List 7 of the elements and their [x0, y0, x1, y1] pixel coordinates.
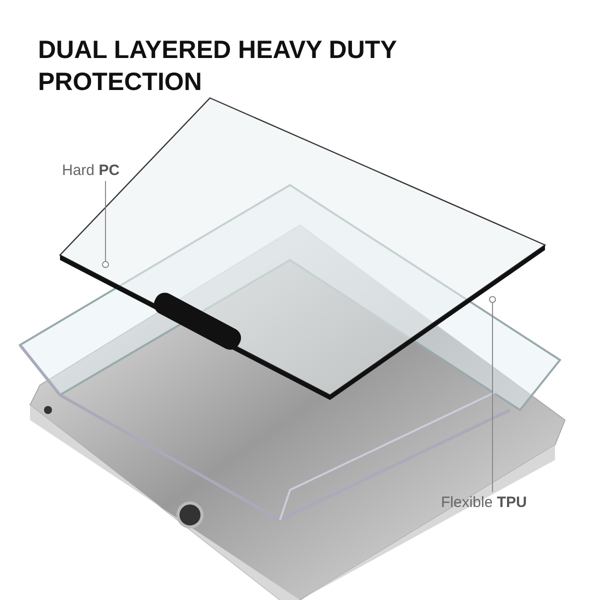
leader-point: [102, 261, 109, 268]
leader-point: [489, 296, 496, 303]
leader-line: [105, 180, 106, 262]
heading: DUAL LAYERED HEAVY DUTY PROTECTION: [38, 35, 398, 98]
callout-label: Hard PC: [62, 162, 120, 179]
leader-line: [492, 302, 493, 492]
callout-label: Flexible TPU: [441, 494, 527, 511]
